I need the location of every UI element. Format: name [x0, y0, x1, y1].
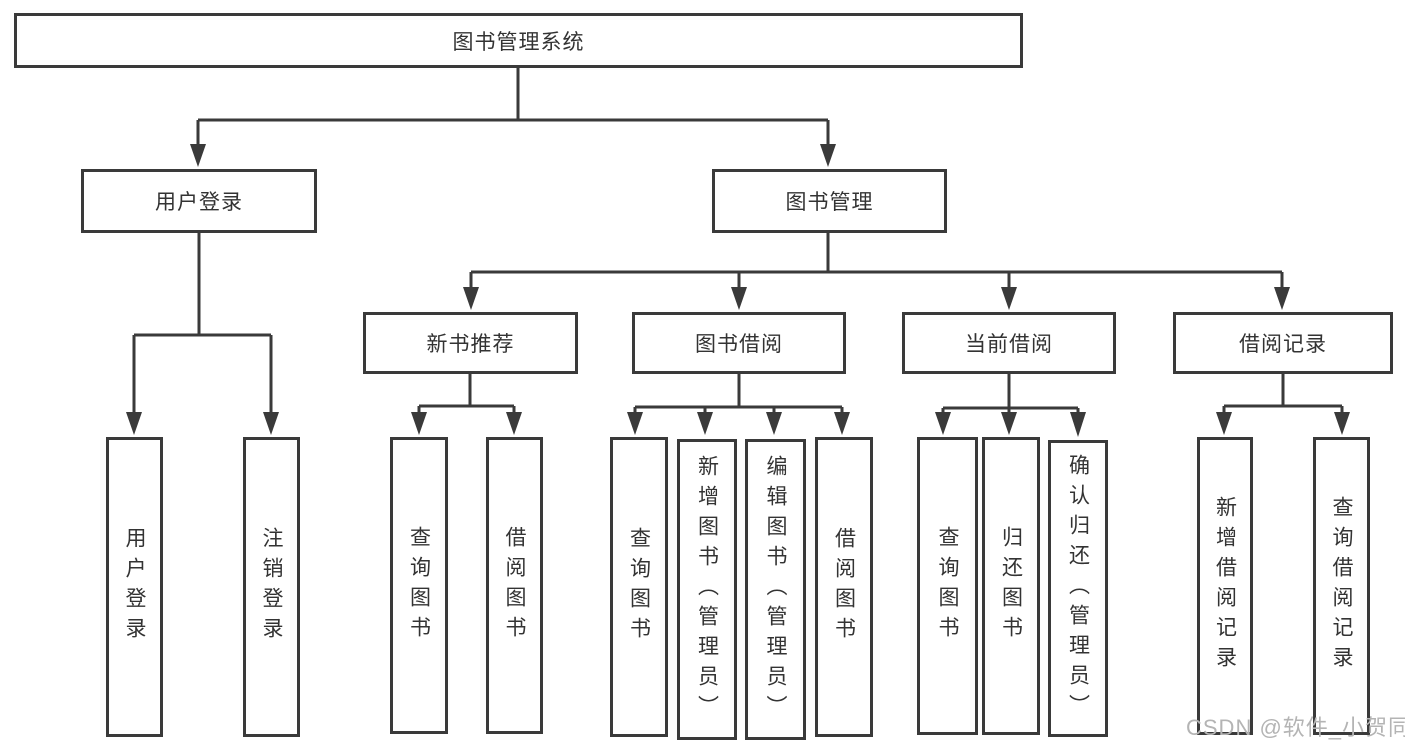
leaf-logout-label: 注销登录	[260, 527, 283, 647]
leaf-add-book-admin-label: 新增图书（管理员）	[695, 454, 719, 725]
leaf-query-books-3-label: 查询图书	[936, 526, 959, 646]
arrowheads	[126, 144, 1350, 437]
leaf-query-books-2: 查询图书	[610, 437, 668, 737]
node-book-management: 图书管理	[712, 169, 947, 233]
leaf-add-borrow-record-label: 新增借阅记录	[1213, 496, 1237, 676]
node-new-book-recommend: 新书推荐	[363, 312, 578, 374]
leaf-borrow-books-1-label: 借阅图书	[503, 525, 526, 646]
node-current-borrowing: 当前借阅	[902, 312, 1116, 374]
leaf-add-borrow-record: 新增借阅记录	[1197, 437, 1253, 735]
node-book-borrowing: 图书借阅	[632, 312, 846, 374]
leaf-query-borrow-record: 查询借阅记录	[1313, 437, 1370, 735]
leaf-borrow-books-2-label: 借阅图书	[832, 527, 856, 647]
node-user-login: 用户登录	[81, 169, 317, 233]
leaf-borrow-books-1: 借阅图书	[486, 437, 543, 734]
leaf-query-books-3: 查询图书	[917, 437, 978, 735]
leaf-edit-book-admin-label: 编辑图书（管理员）	[764, 454, 787, 725]
leaf-add-book-admin: 新增图书（管理员）	[677, 439, 737, 740]
leaf-borrow-books-2: 借阅图书	[815, 437, 873, 737]
node-user-login-label: 用户登录	[155, 191, 243, 214]
node-new-book-recommend-label: 新书推荐	[426, 333, 515, 356]
node-book-management-label: 图书管理	[785, 191, 874, 214]
leaf-confirm-return-admin-label: 确认归还（管理员）	[1066, 453, 1090, 724]
node-borrowing-records: 借阅记录	[1173, 312, 1393, 374]
leaf-user-login-label: 用户登录	[123, 527, 146, 647]
node-root-label: 图书管理系统	[452, 30, 585, 54]
leaf-edit-book-admin: 编辑图书（管理员）	[745, 439, 806, 740]
leaf-user-login: 用户登录	[106, 437, 163, 737]
node-book-borrowing-label: 图书借阅	[695, 333, 783, 356]
node-root: 图书管理系统	[14, 13, 1023, 68]
csdn-watermark: CSDN @软件_小贺同学	[1186, 715, 1405, 740]
leaf-confirm-return-admin: 确认归还（管理员）	[1048, 440, 1108, 737]
leaf-query-books-1-label: 查询图书	[407, 525, 431, 646]
leaf-return-books-label: 归还图书	[999, 526, 1023, 646]
node-borrowing-records-label: 借阅记录	[1239, 333, 1327, 356]
leaf-query-books-1: 查询图书	[390, 437, 448, 734]
leaf-return-books: 归还图书	[982, 437, 1040, 735]
node-current-borrowing-label: 当前借阅	[965, 333, 1053, 356]
leaf-query-books-2-label: 查询图书	[627, 527, 651, 647]
leaf-query-borrow-record-label: 查询借阅记录	[1330, 496, 1353, 676]
leaf-logout: 注销登录	[243, 437, 300, 737]
